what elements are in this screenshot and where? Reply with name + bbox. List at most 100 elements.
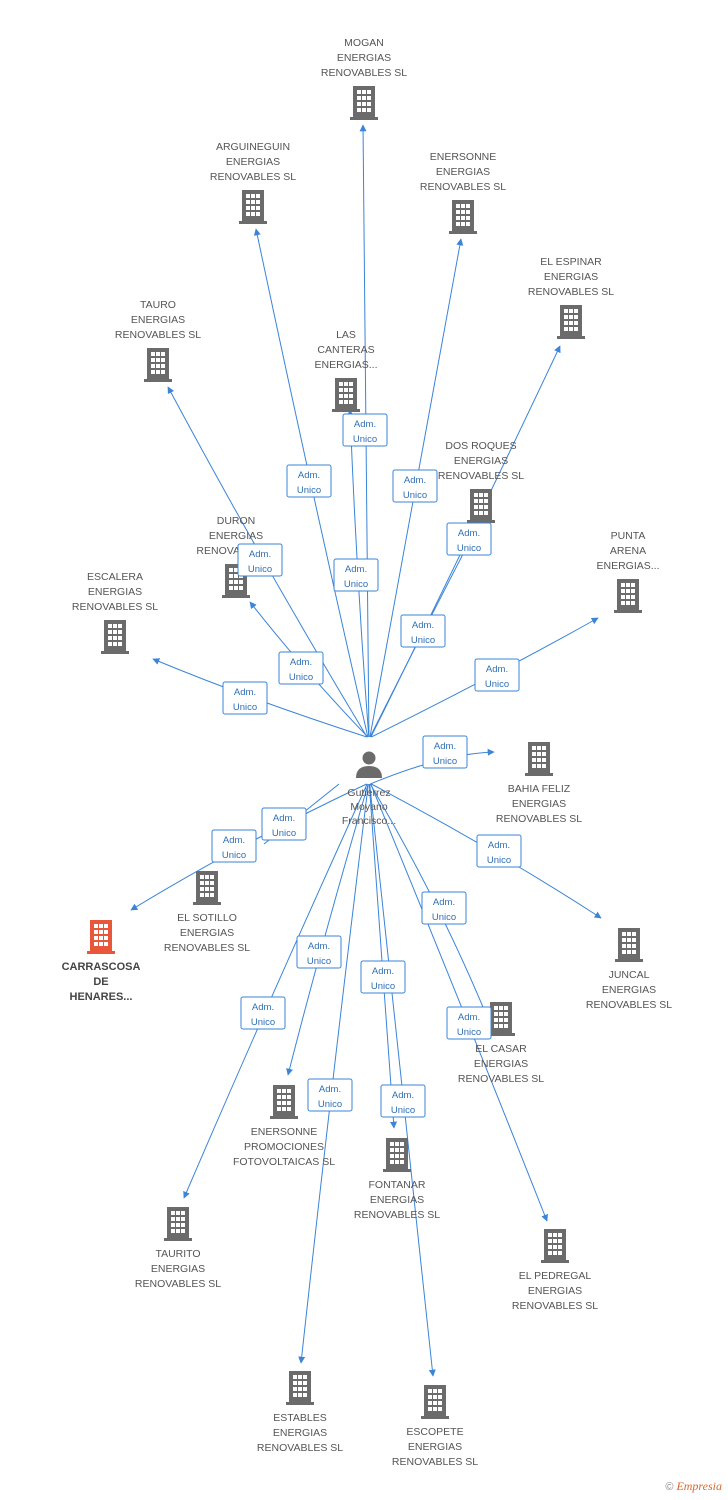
edge-label-text: Unico: [289, 672, 313, 683]
company-label-line: ENERGIAS: [180, 927, 234, 939]
company-label-line: ENERGIAS: [370, 1194, 424, 1206]
building-icon: [614, 579, 642, 613]
edge-label-duron[interactable]: Adm. Unico: [278, 651, 324, 685]
company-label-line: ESCALERA: [87, 571, 143, 583]
company-label-line: RENOVABLES SL: [321, 67, 407, 79]
company-label-line: ENERSONNE: [430, 151, 497, 163]
edge-label-text: Unico: [307, 956, 331, 967]
edge-label-carrascosa[interactable]: Adm.Unico: [211, 829, 257, 863]
person-icon-body: [356, 766, 382, 778]
building-icon: [615, 928, 643, 962]
company-label-line: DE: [93, 976, 108, 988]
edge-label-tauro[interactable]: Adm.Unico: [237, 543, 283, 577]
person-label-line: Francisco...: [342, 815, 396, 827]
building-icon: [383, 1138, 411, 1172]
company-label-line: TAURITO: [155, 1248, 200, 1260]
edge-label-box: [400, 614, 446, 648]
building-icon: [286, 1371, 314, 1405]
company-node-las-canteras[interactable]: LASCANTERASENERGIAS...: [314, 329, 378, 412]
edge-label-las-canteras[interactable]: Adm.Unico: [333, 558, 379, 592]
edge-label-enersonne[interactable]: Adm.Unico: [392, 469, 438, 503]
edge-label-text: Unico: [251, 1017, 275, 1028]
company-label-line: DOS ROQUES: [445, 440, 516, 452]
edge-label-el-espinar[interactable]: Adm.Unico: [446, 522, 492, 556]
company-label-line: RENOVABLES SL: [164, 942, 250, 954]
company-label-line: ENERGIAS: [226, 156, 280, 168]
company-node-carrascosa[interactable]: CARRASCOSADEHENARES...: [62, 920, 141, 1003]
edge-label-arguineguin[interactable]: Adm.Unico: [286, 464, 332, 498]
edge-label-box: [476, 834, 522, 868]
building-icon: [332, 378, 360, 412]
building-icon: [541, 1229, 569, 1263]
edge-label-mogan[interactable]: Adm.Unico: [342, 413, 388, 447]
edge-label-box: [222, 681, 268, 715]
edge-label-box: [392, 469, 438, 503]
edge-label-el-sotillo[interactable]: Adm.Unico: [261, 807, 307, 841]
building-icon: [239, 190, 267, 224]
edge-label-box: [278, 651, 324, 685]
edge-label-juncal[interactable]: Adm. Unico: [476, 834, 522, 868]
company-label-line: EL SOTILLO: [177, 912, 237, 924]
edge-label-fontanar[interactable]: Adm.Unico: [360, 960, 406, 994]
edge-label-el-casar[interactable]: Adm.Unico: [421, 891, 467, 925]
edge-label-text: Adm.: [434, 741, 456, 752]
edge-label-text: Unico: [371, 981, 395, 992]
company-label-line: RENOVABLES SL: [438, 470, 524, 482]
edge-label-text: Unico: [487, 855, 511, 866]
edge-label-text: Unico: [433, 756, 457, 767]
company-node-el-sotillo[interactable]: EL SOTILLO ENERGIAS RENOVABLES SL: [164, 871, 250, 954]
edge-label-text: Adm.: [345, 564, 367, 575]
edge-label-text: Unico: [485, 679, 509, 690]
edge-label-box: [360, 960, 406, 994]
company-label-line: DURON: [217, 515, 256, 527]
building-icon: [101, 620, 129, 654]
edge-label-escalera[interactable]: Adm.Unico: [222, 681, 268, 715]
edge-label-text: Adm.: [488, 840, 510, 851]
company-label-line: JUNCAL: [609, 969, 650, 981]
company-label-line: ESTABLES: [273, 1412, 327, 1424]
edge-label-text: Adm.: [290, 657, 312, 668]
edge-label-taurito[interactable]: Adm.Unico: [240, 996, 286, 1030]
edge-label-box: [286, 464, 332, 498]
edge-label-establess[interactable]: Adm.Unico: [307, 1078, 353, 1112]
company-label-line: ENERGIAS: [528, 1285, 582, 1297]
building-icon: [557, 305, 585, 339]
edge-label-punta-arena[interactable]: Adm.Unico: [474, 658, 520, 692]
company-label-line: CARRASCOSA: [62, 961, 141, 973]
edge-label-text: Adm.: [433, 897, 455, 908]
edge-label-box: [296, 935, 342, 969]
company-label-line: FONTANAR: [369, 1179, 426, 1191]
empresia-logo[interactable]: Empresia: [676, 1479, 722, 1493]
person-node[interactable]: GutierrezMoyanoFrancisco...: [342, 751, 396, 828]
company-label-line: RENOVABLES SL: [512, 1300, 598, 1312]
company-label-line: ENERGIAS: [408, 1441, 462, 1453]
company-node-punta-arena[interactable]: PUNTAARENAENERGIAS...: [596, 530, 660, 613]
edge-label-dos-roques[interactable]: Adm.Unico: [400, 614, 446, 648]
person-label-line: Gutierrez: [347, 787, 390, 799]
building-icon: [350, 86, 378, 120]
edge-label-bahia-feliz[interactable]: Adm. Unico: [422, 735, 468, 769]
edge-label-enersonne-promociones[interactable]: Adm.Unico: [296, 935, 342, 969]
edge-label-el-pedregal[interactable]: Adm.Unico: [446, 1006, 492, 1040]
company-label-line: FOTOVOLTAICAS SL: [233, 1156, 335, 1168]
edge-label-text: Adm.: [234, 687, 256, 698]
edge-label-escopete[interactable]: Adm.Unico: [380, 1084, 426, 1118]
